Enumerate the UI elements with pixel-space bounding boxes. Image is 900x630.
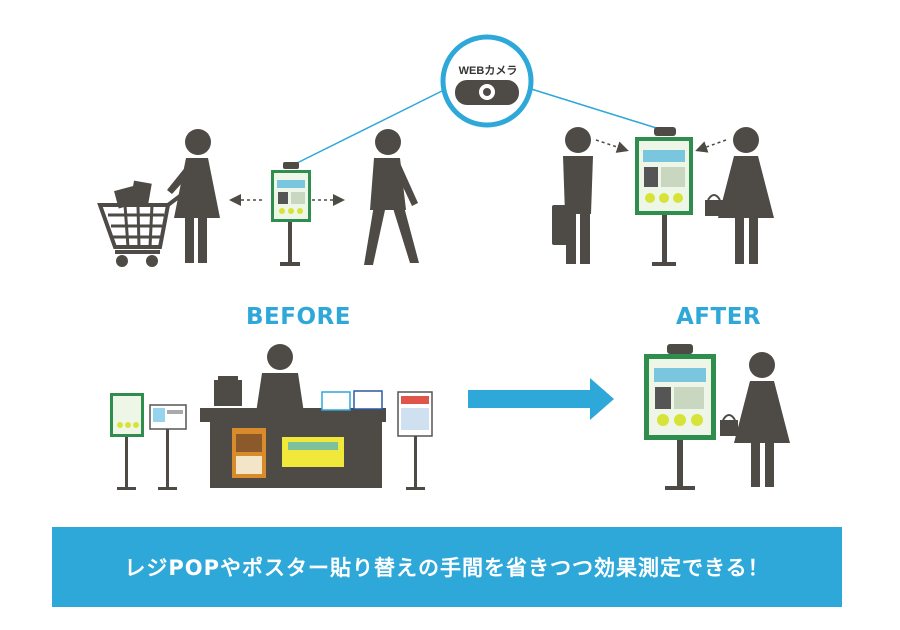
banner: レジPOPやポスター貼り替えの手間を省きつつ効果測定できる！ xyxy=(52,527,842,607)
shopping-cart-icon xyxy=(97,180,182,267)
pop-stand-1 xyxy=(110,393,144,490)
woman-with-cart-figure xyxy=(167,129,220,263)
camera-connection-lines xyxy=(290,87,667,167)
pop-stand-2 xyxy=(149,404,187,490)
large-digital-signage-top xyxy=(635,127,693,266)
walking-man-figure xyxy=(364,129,419,265)
after-label: AFTER xyxy=(676,304,762,330)
web-camera-icon xyxy=(440,34,534,128)
camera-label: WEBカメラ xyxy=(458,65,518,77)
before-label: BEFORE xyxy=(246,304,351,330)
large-digital-signage-bottom xyxy=(644,344,716,490)
register-counter xyxy=(200,344,386,488)
attention-arrows-after xyxy=(595,139,727,153)
woman-viewing-signage-figure xyxy=(720,352,790,487)
pop-stand-3 xyxy=(397,391,433,490)
man-with-bag-figure xyxy=(552,127,593,264)
small-digital-signage xyxy=(271,162,311,266)
transition-arrow xyxy=(468,378,614,420)
banner-text: レジPOPやポスター貼り替えの手間を省きつつ効果測定できる！ xyxy=(124,556,770,580)
woman-with-handbag-figure xyxy=(705,127,774,264)
